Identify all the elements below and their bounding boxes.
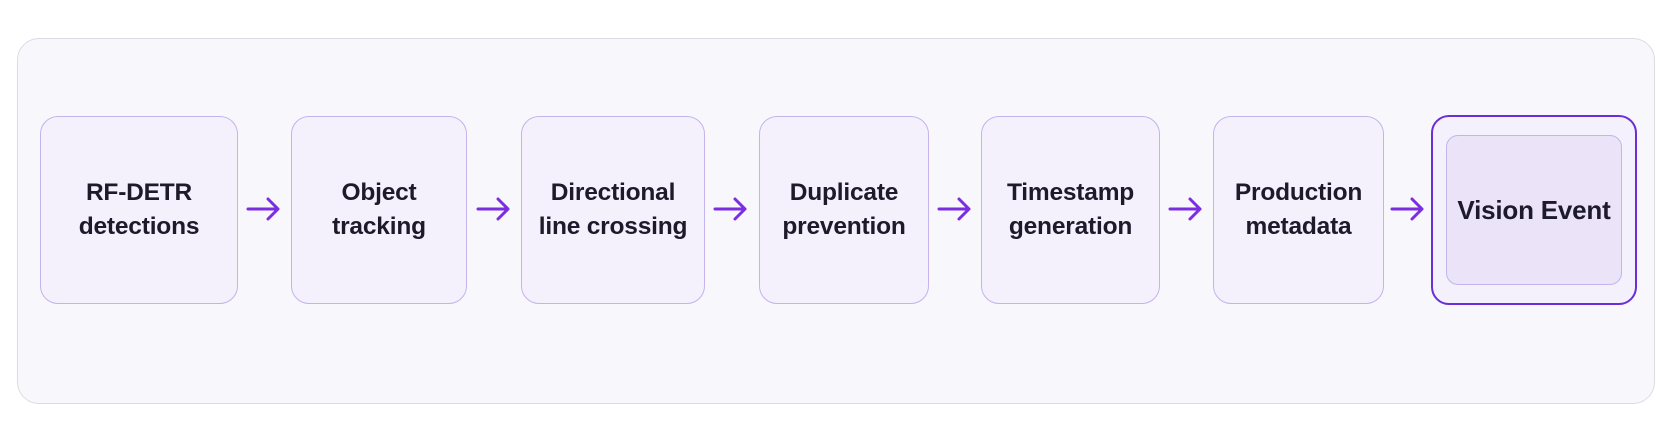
step-label-line: prevention: [782, 213, 906, 240]
step-directional-line-crossing: Directional line crossing: [521, 116, 705, 304]
step-label-line: metadata: [1245, 213, 1352, 240]
step-label: RF-DETR detections: [79, 176, 200, 244]
step-label: Object tracking: [332, 176, 426, 244]
arrow-right-icon: [1168, 196, 1204, 222]
arrow-right-icon: [937, 196, 973, 222]
step-label-line: generation: [1008, 213, 1133, 240]
arrow-right-icon: [1390, 196, 1426, 222]
step-label-line: detections: [78, 213, 200, 240]
step-label: Production metadata: [1235, 176, 1362, 244]
step-label-line: Directional: [550, 179, 676, 206]
step-rf-detr-detections: RF-DETR detections: [40, 116, 238, 304]
step-label: Timestamp generation: [1007, 176, 1134, 244]
step-object-tracking: Object tracking: [291, 116, 467, 304]
step-timestamp-generation: Timestamp generation: [981, 116, 1160, 304]
step-label-line: line crossing: [538, 213, 688, 240]
arrow-right-icon: [476, 196, 512, 222]
step-label-line: Timestamp: [1006, 179, 1135, 206]
step-label-line: Duplicate: [789, 179, 899, 206]
step-production-metadata: Production metadata: [1213, 116, 1384, 304]
step-label-line: tracking: [332, 213, 426, 240]
arrow-right-icon: [713, 196, 749, 222]
output-inner-box: Vision Event: [1446, 135, 1622, 285]
step-label-line: RF-DETR: [85, 179, 193, 206]
output-label: Vision Event: [1457, 194, 1611, 225]
arrow-right-icon: [246, 196, 282, 222]
step-label: Directional line crossing: [539, 176, 688, 244]
step-duplicate-prevention: Duplicate prevention: [759, 116, 929, 304]
output-vision-event: Vision Event: [1431, 115, 1637, 305]
step-label: Duplicate prevention: [782, 176, 905, 244]
step-label-line: Production: [1234, 179, 1363, 206]
step-label-line: Object: [341, 179, 417, 206]
